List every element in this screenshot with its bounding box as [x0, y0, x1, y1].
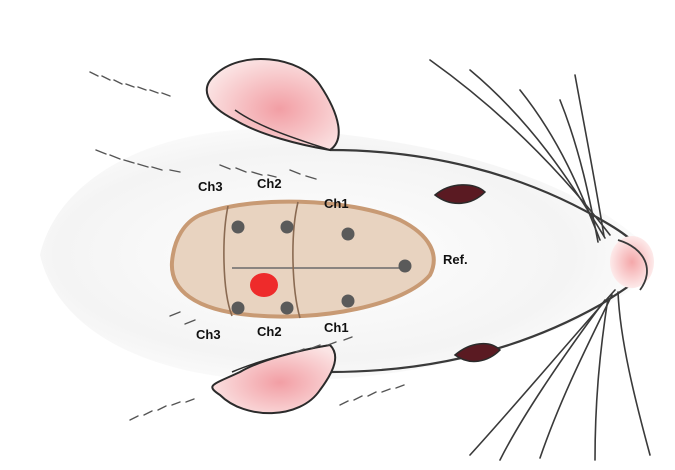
label-ch2-bottom: Ch2: [257, 324, 282, 339]
label-ch1-top: Ch1: [324, 196, 349, 211]
electrode-ch1-top: [342, 228, 355, 241]
label-ch1-bottom: Ch1: [324, 320, 349, 335]
label-ch3-bottom: Ch3: [196, 327, 221, 342]
label-ch3-top: Ch3: [198, 179, 223, 194]
electrode-ch1-bottom: [342, 295, 355, 308]
electrode-ch2-top: [281, 221, 294, 234]
electrode-ref: [399, 260, 412, 273]
electrode-ch3-bottom: [232, 302, 245, 315]
label-ch2-top: Ch2: [257, 176, 282, 191]
electrode-ch3-top: [232, 221, 245, 234]
target-spot: [250, 273, 278, 297]
label-ref: Ref.: [443, 252, 468, 267]
electrode-ch2-bottom: [281, 302, 294, 315]
